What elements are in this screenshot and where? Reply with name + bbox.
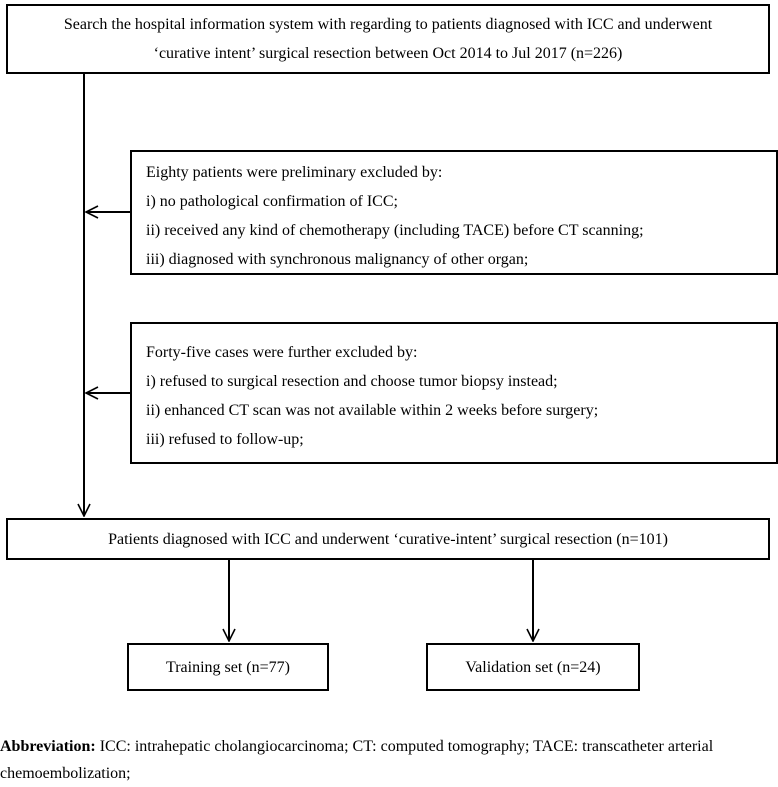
exclusion1-heading: Eighty patients were preliminary exclude…: [146, 164, 443, 181]
exclusion2-item: iii) refused to follow-up;: [146, 431, 304, 448]
eligible-patients-box: Patients diagnosed with ICC and underwen…: [6, 518, 770, 560]
preliminary-exclusion-box: Eighty patients were preliminary exclude…: [130, 150, 778, 275]
training-set-box: Training set (n=77): [127, 643, 329, 691]
abbreviation-note: Abbreviation: ICC: intrahepatic cholangi…: [0, 733, 778, 787]
search-criteria-line2: ‘curative intent’ surgical resection bet…: [153, 45, 623, 62]
further-exclusion-box: Forty-five cases were further excluded b…: [130, 322, 778, 464]
training-set-label: Training set (n=77): [166, 658, 290, 676]
exclusion1-item: i) no pathological confirmation of ICC;: [146, 193, 398, 210]
abbreviation-text: ICC: intrahepatic cholangiocarcinoma; CT…: [0, 738, 714, 782]
exclusion2-item: i) refused to surgical resection and cho…: [146, 373, 558, 390]
exclusion1-item: ii) received any kind of chemotherapy (i…: [146, 222, 644, 239]
validation-set-box: Validation set (n=24): [426, 643, 640, 691]
search-criteria-box: Search the hospital information system w…: [6, 4, 770, 74]
exclusion1-item: iii) diagnosed with synchronous malignan…: [146, 251, 529, 268]
exclusion2-heading: Forty-five cases were further excluded b…: [146, 344, 418, 361]
search-criteria-line1: Search the hospital information system w…: [63, 16, 713, 33]
eligible-patients-label: Patients diagnosed with ICC and underwen…: [108, 530, 668, 548]
exclusion2-item: ii) enhanced CT scan was not available w…: [146, 402, 599, 419]
validation-set-label: Validation set (n=24): [465, 658, 601, 676]
abbreviation-label: Abbreviation:: [0, 738, 96, 755]
